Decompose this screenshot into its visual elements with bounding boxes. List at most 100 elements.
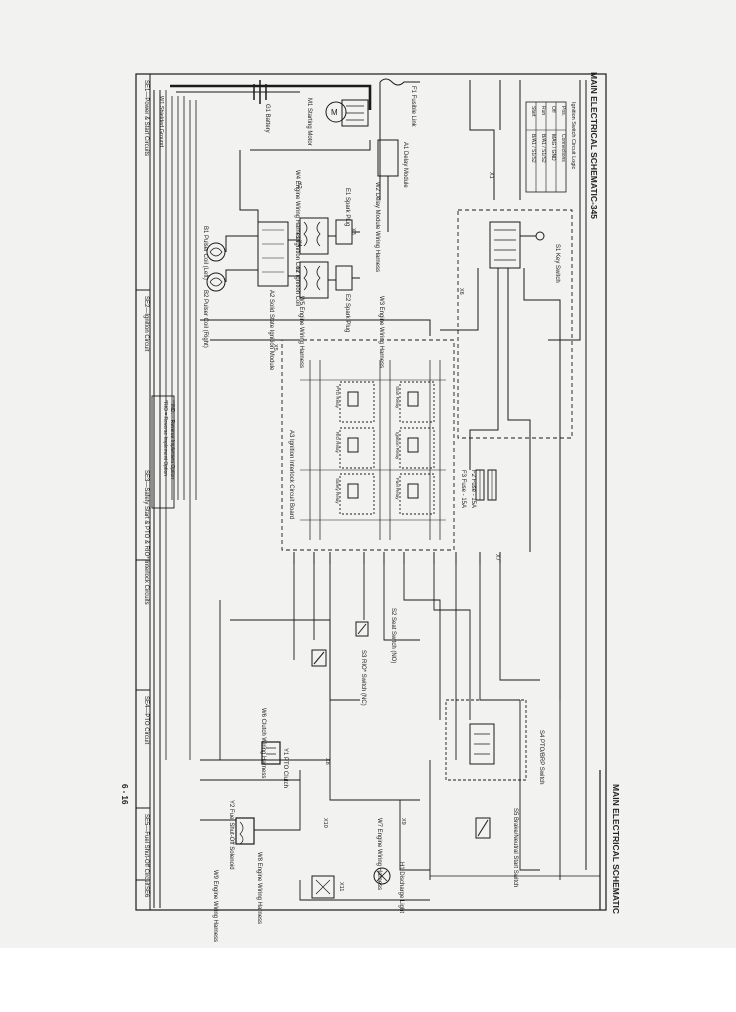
m1-label: M1 Starting Motor <box>306 98 312 146</box>
w9-label: W9 Engine Wiring Harness <box>212 870 218 942</box>
seat-switch <box>355 621 369 637</box>
logic-head-pos: Pos. <box>560 106 566 116</box>
page-frame <box>135 73 607 911</box>
connector-x5: X5 <box>272 344 278 351</box>
w8-label: W8 Engine Wiring Harness <box>256 852 262 924</box>
section-se6: SE6 <box>143 886 149 898</box>
w2-label: W2 Delay Module Wiring Harness <box>374 182 380 272</box>
connector-x3: X3 <box>350 228 356 235</box>
connector-x11: X11 <box>338 882 344 891</box>
safety-relay <box>339 473 375 515</box>
connector-x1: X1 <box>488 172 494 179</box>
logic-row-conn: B/A1 / S1/S2 <box>530 134 536 163</box>
logic-row-conn: B/A1 / S1/S2 <box>540 134 546 163</box>
battery-cable <box>170 84 372 110</box>
starting-motor-symbol: M <box>325 99 369 127</box>
ground-rails <box>153 90 197 908</box>
logic-row-conn: MAG / GND <box>550 134 556 161</box>
key-switch-box <box>457 209 573 439</box>
b1-label: B1 Pulser Coil (Left) <box>202 226 208 280</box>
brake-switch <box>475 817 491 839</box>
logic-head-conn: Connections <box>560 134 566 162</box>
aux-component <box>311 875 335 899</box>
e2-label: E2 Spark Plug <box>344 294 350 332</box>
pulser-coil-b2 <box>206 272 226 292</box>
w6-label: W6 Clutch Wiring Harness <box>260 708 266 778</box>
s4-label: S4 PTO/BRP Switch <box>538 730 544 784</box>
w1-label: W1 Shielded Ground <box>158 96 164 147</box>
rio-relay <box>339 427 375 469</box>
start-relay <box>399 381 435 423</box>
connector-x8: X8 <box>324 758 330 765</box>
a1-label: A1 Delay Module <box>402 142 408 188</box>
key-switch-symbol <box>489 221 545 269</box>
e1-label: E1 Spark Plug <box>344 188 350 226</box>
relay-label: RIO Relay <box>335 432 340 454</box>
section-se1: SE1—Power & Start Circuits <box>143 80 149 156</box>
fuse-f3 <box>475 469 485 501</box>
a3-label: A3 Ignition Interlock Circuit Board <box>288 430 294 519</box>
board-connectors <box>293 552 501 564</box>
spark-plug-e2 <box>335 265 360 291</box>
t1-label: T1 Ignition Coil <box>294 232 300 272</box>
section-se5: SE5—Fuel Shut-Off Circuit <box>143 814 149 886</box>
section-se3: SE3—Safety Start & PTO & RIO* Interlock … <box>143 470 149 605</box>
h1-label: H1 Discharge Light <box>398 862 404 913</box>
notes-box: *RIO = Reverse Implement Option **IND. =… <box>151 395 175 509</box>
spark-plug-e1 <box>335 219 360 245</box>
pto-switch-box <box>445 699 527 781</box>
pulser-coil-b1 <box>206 242 226 262</box>
pto-relay <box>339 381 375 423</box>
a2-label: A2 Solid State Ignition Module <box>268 290 274 371</box>
y2-label: Y2 Fuel Shut-Off Solenoid <box>228 800 234 870</box>
f1-label: F1 Fusible Link <box>410 86 416 128</box>
relay-label: Safety Relay <box>335 478 340 504</box>
discharge-light <box>373 867 391 885</box>
s3-label: S3 RIO* Switch (NC) <box>360 650 366 706</box>
ignition-relay <box>399 427 435 469</box>
connector-x4: X4 <box>296 240 302 247</box>
w5-label: W5 Engine Wiring Harness <box>298 296 304 368</box>
logic-title: Ignition Switch Circuit Logic <box>570 102 576 170</box>
delay-module-symbol <box>377 139 399 232</box>
relay-label: Start Relay <box>395 386 400 409</box>
note: *RIO = Reverse Implement Option <box>162 400 168 476</box>
fuel-solenoid <box>235 817 255 845</box>
logic-row-pos: Off <box>550 106 556 113</box>
section-se4: SE4—PTO Circuit <box>143 696 149 745</box>
connector-x7: X7 <box>494 554 500 561</box>
connector-x2: X2 <box>296 182 302 189</box>
note: **IND. = Reverse Implement Option <box>169 400 175 479</box>
b2-label: B2 Pulser Coil (Right) <box>202 290 208 348</box>
s1-label: S1 Key Switch <box>554 244 560 283</box>
t2-label: T2 Ignition Coil <box>294 266 300 306</box>
connector-x6: X6 <box>458 288 464 295</box>
w3-label: W3 Engine Wiring Harness <box>378 296 384 368</box>
header-bottom: MAIN ELECTRICAL SCHEMATIC <box>611 784 621 914</box>
header-top: MAIN ELECTRICAL SCHEMATIC-345 <box>589 72 599 219</box>
connector-labels: X1 X2 X3 X4 X5 X6 X7 X8 X9 X10 X11 <box>272 172 500 891</box>
pto-switch <box>469 723 495 765</box>
f2-label: F2 Fuse - 15A <box>470 470 476 508</box>
section-se2: SE2—Ignition Circuit <box>143 296 149 352</box>
g1-label: G1 Battery <box>264 104 270 133</box>
relay-label: Ignition Relay <box>395 432 400 460</box>
y1-label: Y1 PTO Clutch <box>282 748 288 788</box>
w4-label: W4 Engine Wiring Harness <box>294 170 300 242</box>
battery-symbol <box>253 80 267 104</box>
w7-label: W7 Engine Wiring Harness <box>376 818 382 890</box>
relay-label: Fuel Relay <box>395 478 400 500</box>
relay-label: PTO Relay <box>335 386 340 409</box>
connector-x9: X9 <box>400 818 406 825</box>
fusible-link <box>379 78 420 140</box>
logic-row-pos: Run <box>540 106 546 115</box>
ignition-module-symbol <box>257 221 289 287</box>
f3-label: F3 Fuse - 15A <box>460 470 466 508</box>
fuel-relay <box>399 473 435 515</box>
logic-table: Ignition Switch Circuit Logic Pos. Conne… <box>525 101 576 193</box>
connector-x10: X10 <box>322 818 328 828</box>
s2-label: S2 Seat Switch (NO) <box>390 608 396 663</box>
logic-row-pos: Start <box>530 106 536 117</box>
svg-text:M: M <box>331 108 338 117</box>
